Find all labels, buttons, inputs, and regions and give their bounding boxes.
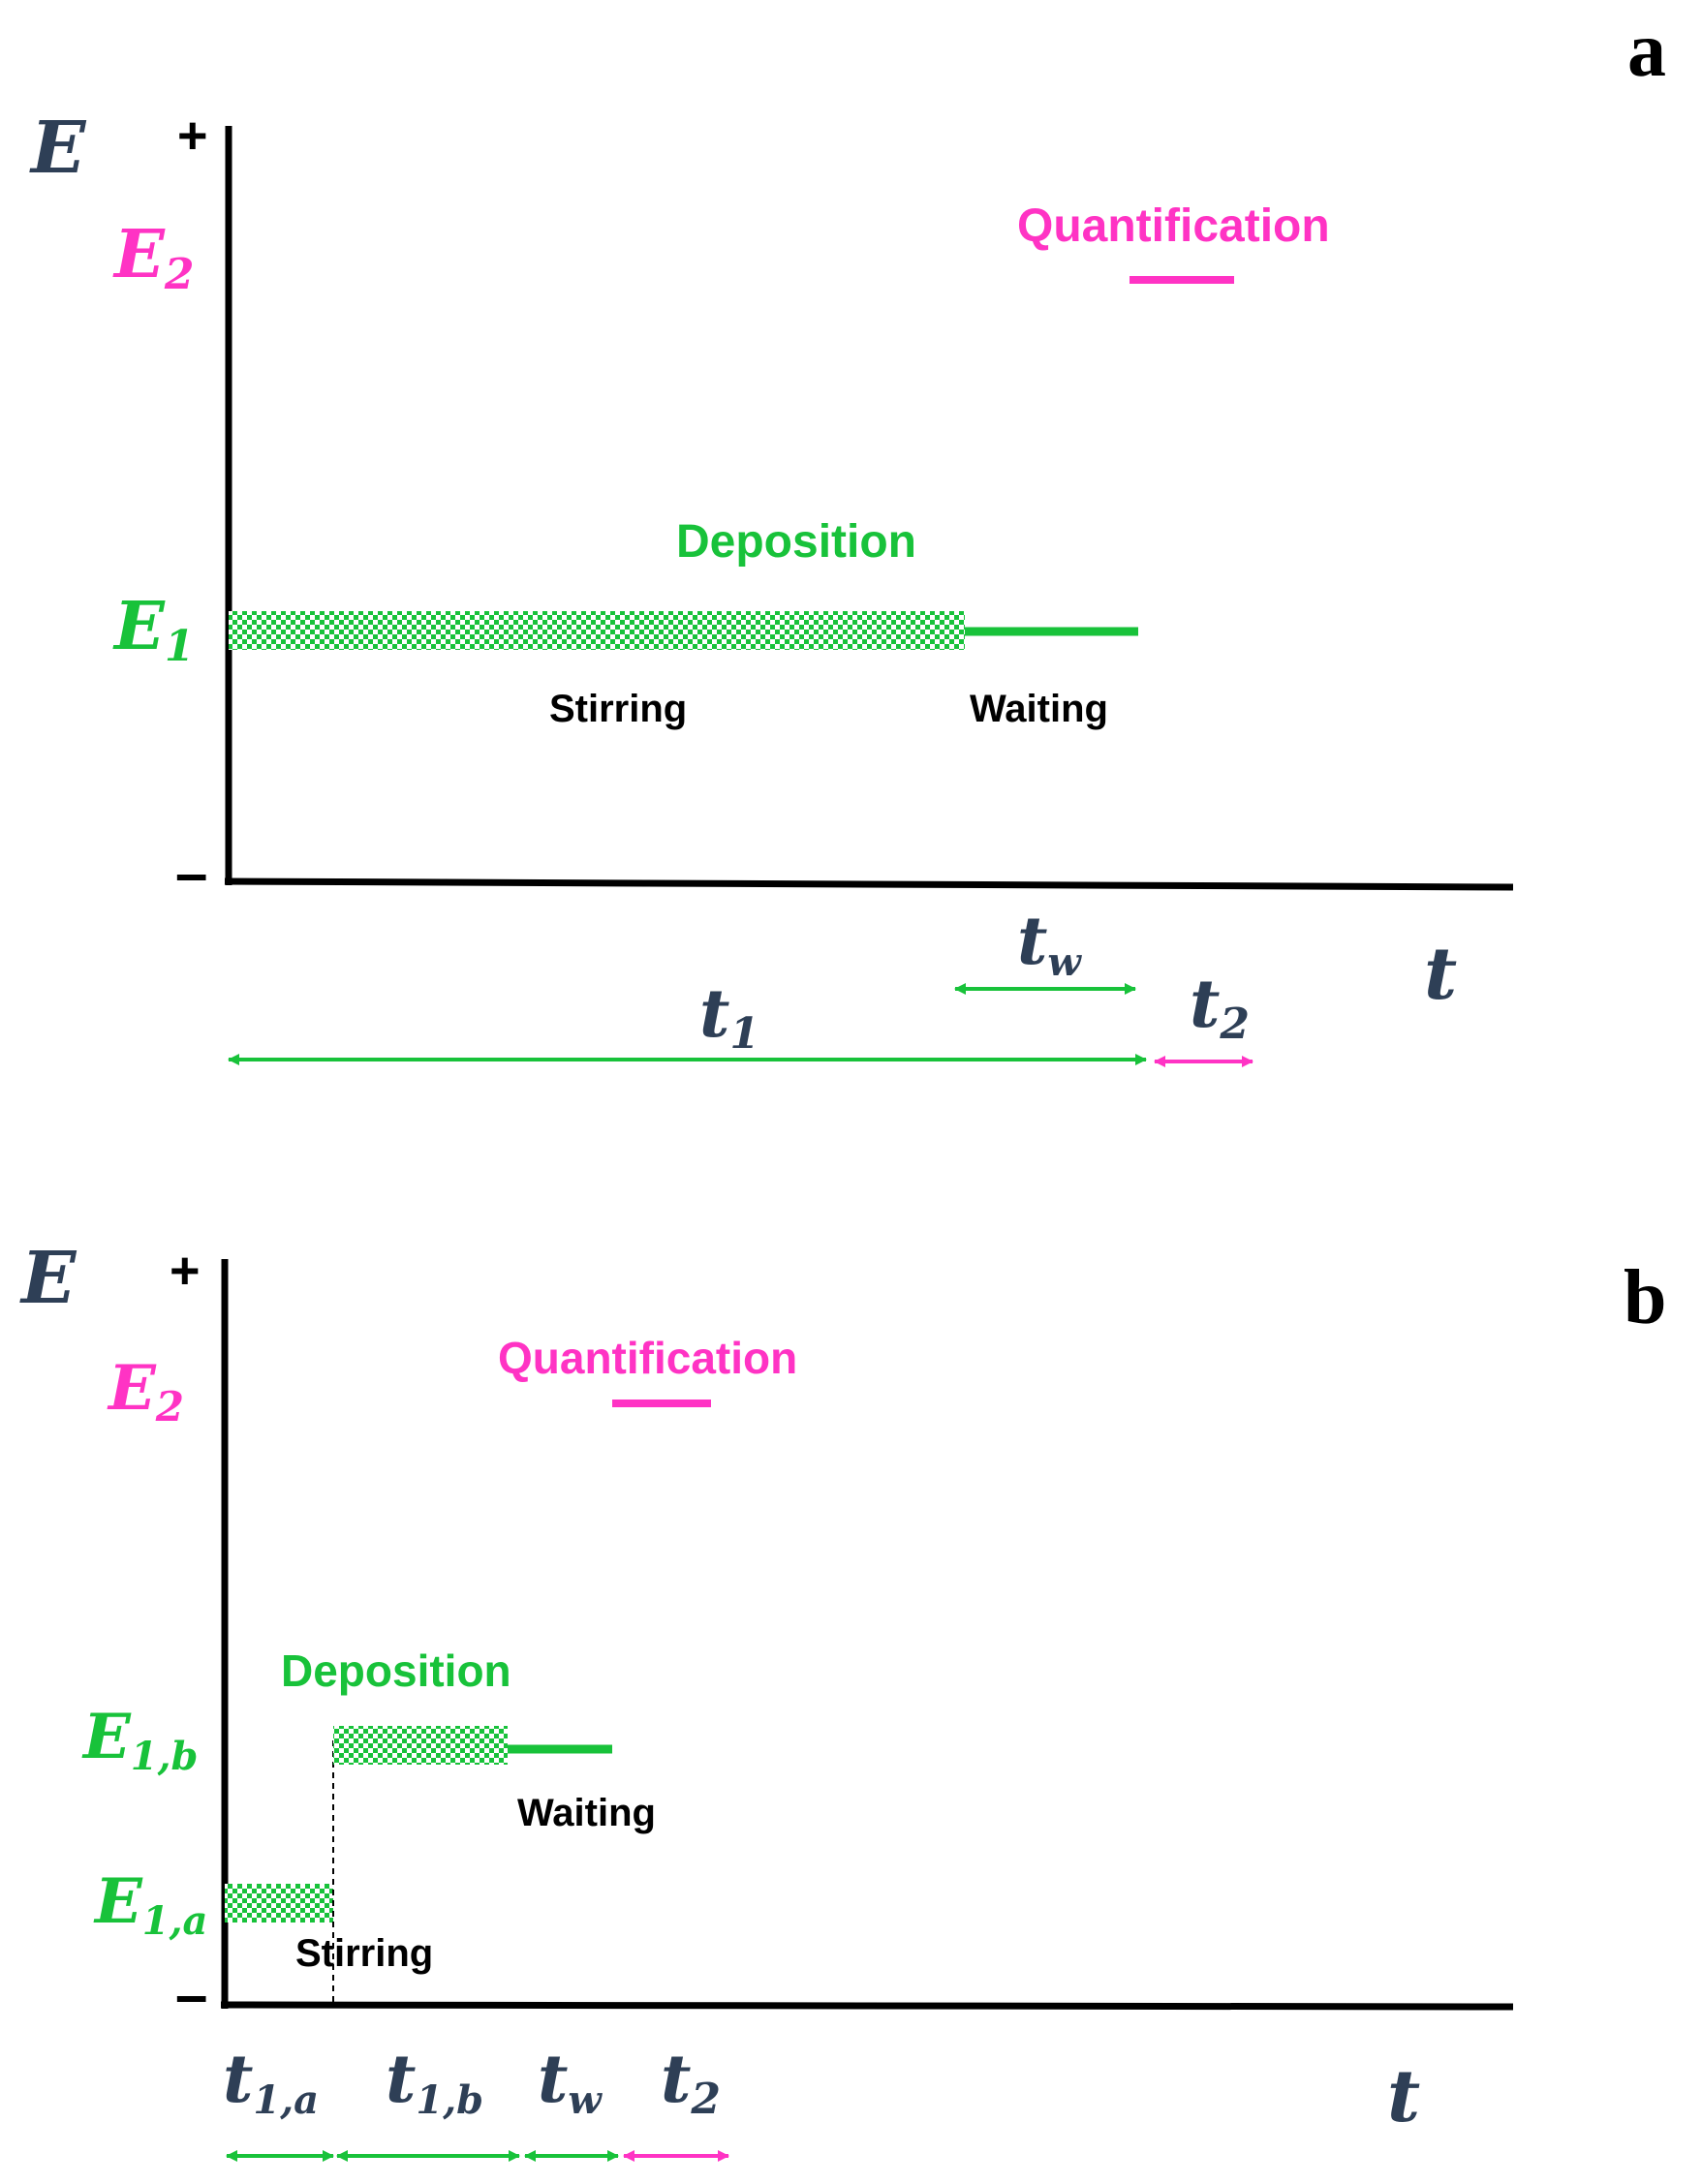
- panel-a-stirring-segment: [229, 611, 965, 650]
- panel-a-tw-label: tw: [1017, 903, 1082, 985]
- panel-b-t1a-label: t1,a: [223, 2041, 319, 2123]
- panel-a-minus-sign: –: [175, 841, 207, 906]
- panel-b-e1a-label: E1,a: [93, 1865, 207, 1944]
- panel-b-stirring-label: Stirring: [295, 1932, 433, 1975]
- panel-a-x-axis-symbol: t: [1424, 933, 1457, 1016]
- panel-b-plus-sign: +: [170, 1242, 201, 1300]
- panel-b-minus-sign: –: [175, 1962, 207, 2027]
- panel-a-t2-label: t2: [1190, 966, 1250, 1049]
- panel-a-e1-label: E1: [112, 588, 194, 671]
- panel-a: a E + – E2 E1 Quantification Deposition …: [29, 8, 1666, 1067]
- panel-b-stirring-segment-b: [333, 1726, 508, 1765]
- panel-b-e1b-label: E1,b: [81, 1701, 199, 1779]
- panel-a-y-axis-symbol: E: [29, 107, 87, 190]
- panel-a-quantification-label: Quantification: [1017, 200, 1330, 252]
- panel-a-label: a: [1627, 8, 1666, 93]
- panel-b-e2-label: E2: [107, 1352, 184, 1430]
- panel-a-e2-label: E2: [112, 216, 194, 299]
- panel-b-x-axis: [220, 2001, 1514, 2011]
- panel-a-deposition-label: Deposition: [676, 516, 916, 568]
- panel-a-stirring-label: Stirring: [549, 688, 687, 730]
- panel-b-y-axis-symbol: E: [19, 1237, 77, 1320]
- panel-b-x-axis-symbol: t: [1387, 2055, 1420, 2138]
- panel-b-t1b-label: t1,b: [386, 2041, 483, 2123]
- panel-a-waiting-label: Waiting: [970, 688, 1108, 730]
- panel-a-plus-sign: +: [177, 107, 208, 165]
- panel-b-quantification-label: Quantification: [498, 1333, 797, 1383]
- panel-b-waiting-label: Waiting: [517, 1792, 656, 1834]
- panel-b-tw-label: tw: [538, 2041, 603, 2123]
- panel-b-stirring-segment-a: [225, 1884, 333, 1923]
- panel-b-label: b: [1624, 1255, 1667, 1340]
- panel-b-deposition-label: Deposition: [281, 1646, 511, 1696]
- panel-b-t2-label: t2: [661, 2041, 721, 2124]
- panel-a-t1-label: t1: [699, 975, 759, 1059]
- panel-b: b E + – E2 E1,b E1,a Quantification Depo…: [19, 1237, 1667, 2162]
- panel-a-x-axis: [224, 877, 1514, 891]
